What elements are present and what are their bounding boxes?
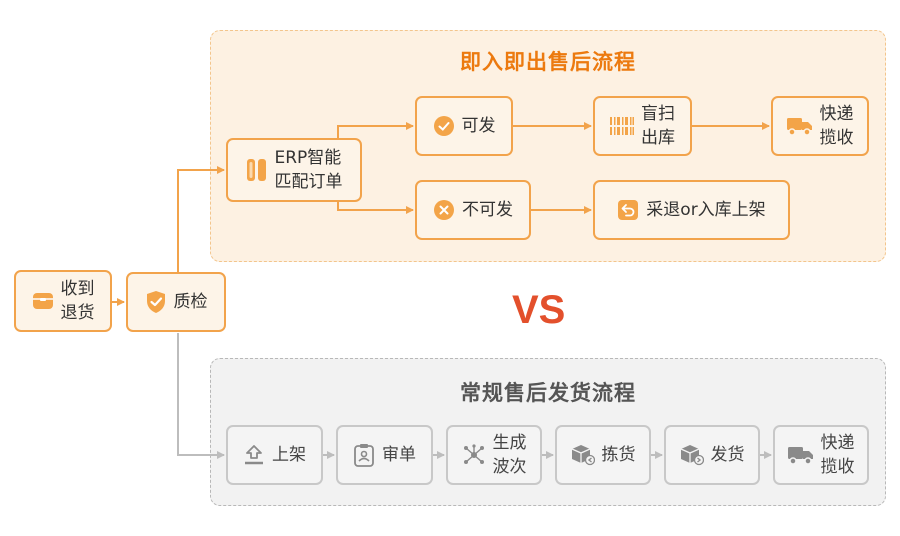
express-pickup-bottom-box[interactable]: 快递 揽收 — [773, 425, 869, 485]
ship-box-icon — [680, 444, 704, 466]
erp-match-box[interactable]: ERP智能 匹配订单 — [226, 138, 362, 202]
pick-goods-label: 拣货 — [601, 445, 636, 465]
blind-scan-box[interactable]: 盲扫 出库 — [593, 96, 692, 156]
shelve-label: 上架 — [272, 445, 306, 465]
check-circle-icon — [433, 115, 455, 137]
blind-scan-label: 盲扫 出库 — [641, 104, 675, 148]
generate-wave-box[interactable]: 生成 波次 — [446, 425, 542, 485]
connector-erp-cannotship — [337, 200, 414, 214]
express-pickup-top-label: 快递 揽收 — [819, 104, 854, 148]
connector-inspect-shelve — [177, 333, 225, 459]
quality-check-label: 质检 — [173, 292, 208, 312]
review-order-box[interactable]: 审单 — [336, 425, 433, 485]
can-ship-box[interactable]: 可发 — [415, 96, 513, 156]
pick-box-icon — [571, 444, 595, 466]
cannot-ship-label: 不可发 — [462, 200, 513, 220]
pick-goods-box[interactable]: 拣货 — [555, 425, 651, 485]
express-pickup-top-box[interactable]: 快递 揽收 — [771, 96, 869, 156]
shield-check-icon — [145, 290, 167, 314]
can-ship-label: 可发 — [461, 116, 496, 136]
regular-flow-title: 常规售后发货流程 — [460, 381, 636, 405]
instant-flow-title: 即入即出售后流程 — [460, 50, 636, 74]
review-order-label: 审单 — [382, 445, 416, 465]
generate-wave-label: 生成 波次 — [492, 433, 527, 477]
quality-check-box[interactable]: 质检 — [126, 272, 226, 332]
receive-return-label: 收到 退货 — [60, 279, 95, 323]
connector-inspect-erp — [177, 166, 225, 272]
clipboard-icon — [353, 443, 375, 467]
return-icon — [617, 199, 639, 221]
express-pickup-bottom-label: 快递 揽收 — [820, 433, 855, 477]
erp-bars-icon — [246, 158, 268, 182]
network-icon — [462, 443, 486, 467]
connector-erp-canship — [337, 122, 414, 138]
x-circle-icon — [433, 199, 455, 221]
cannot-ship-box[interactable]: 不可发 — [415, 180, 531, 240]
truck-icon — [787, 445, 814, 465]
return-or-shelve-box[interactable]: 采退or入库上架 — [593, 180, 790, 240]
shelf-up-icon — [243, 444, 265, 466]
return-or-shelve-label: 采退or入库上架 — [646, 200, 766, 220]
vs-label: VS — [512, 288, 566, 332]
receive-return-box[interactable]: 收到 退货 — [14, 270, 112, 332]
erp-match-label: ERP智能 匹配订单 — [274, 148, 343, 192]
ship-goods-box[interactable]: 发货 — [664, 425, 760, 485]
shelve-box[interactable]: 上架 — [226, 425, 323, 485]
ship-goods-label: 发货 — [710, 445, 745, 465]
truck-icon — [786, 116, 813, 136]
barcode-icon — [610, 116, 634, 136]
box-icon — [32, 290, 54, 312]
